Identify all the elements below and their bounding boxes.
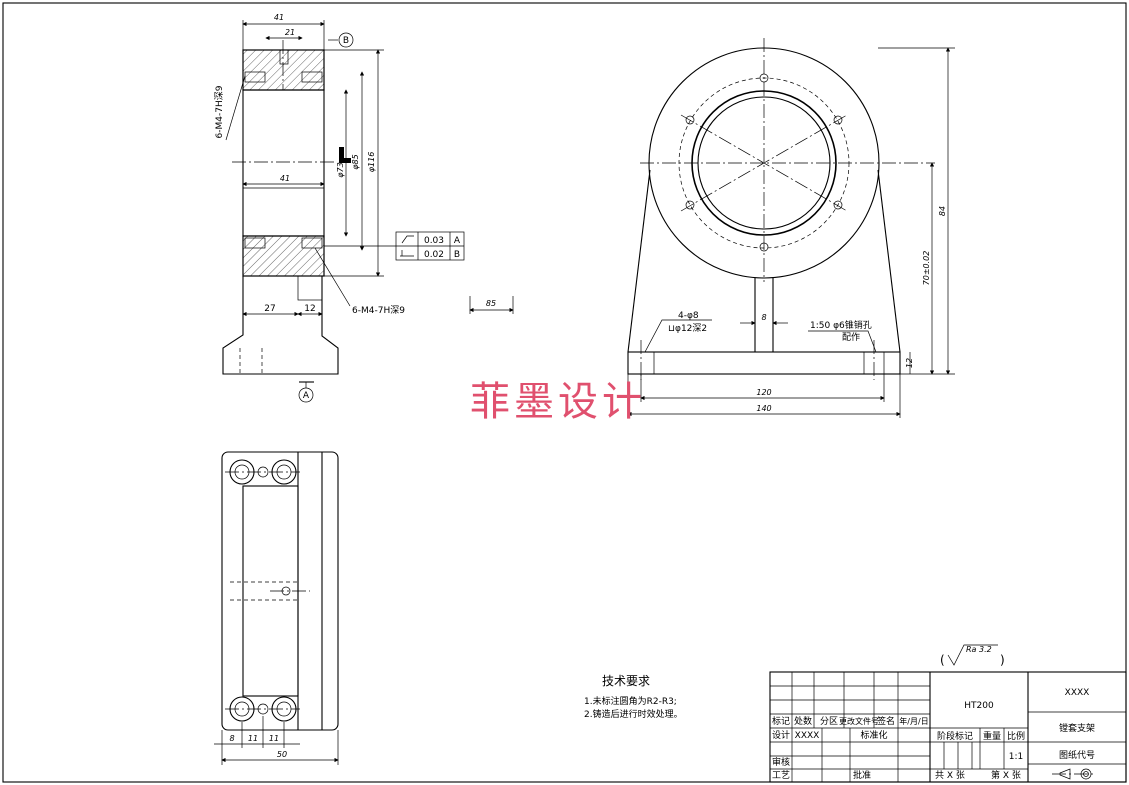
tolerance-datum-1: A [454, 236, 461, 246]
title-block: 标记 处数 分区 更改文件号 签名 年/月/日 设计 XXXX 标准化 审核 工… [769, 671, 1127, 783]
tb-drawing-no-label: 图纸代号 [1059, 749, 1095, 761]
tb-sheet-no: 第 X 张 [991, 769, 1021, 781]
dim-top-d1: 8 [229, 734, 234, 743]
tech-req-item-2: 2.铸造后进行时效处理。 [584, 708, 683, 720]
dim-offset: 21 [285, 28, 295, 37]
tb-part-name: 镗套支架 [1059, 722, 1095, 734]
dim-len-inner: 120 [756, 388, 771, 397]
datum-b-label: B [343, 36, 349, 46]
hole-note-2: ⊔φ12深2 [668, 323, 707, 334]
svg-text:85: 85 [486, 299, 496, 308]
dim-len-outer: 140 [756, 404, 771, 413]
hole-note-1: 4-φ8 [678, 311, 699, 321]
dim-dia-mid: φ85 [351, 154, 360, 169]
tb-header-zone: 分区 [820, 716, 838, 727]
tb-design-label: 设计 [772, 729, 790, 741]
tb-standardize-label: 标准化 [860, 729, 887, 741]
tech-requirements: 技术要求 1.未标注圆角为R2-R3; 2.铸造后进行时效处理。 [584, 674, 683, 720]
tb-material: HT200 [964, 701, 994, 711]
dim-height-center: 70±0.02 [922, 251, 931, 286]
dim-dia-small: φ73 [336, 162, 345, 177]
thread-note-top: 6-M4-7H深9 [214, 85, 225, 138]
front-view: 41 21 41 φ73 φ85 φ116 27 12 6-M4-7H深9 6-… [214, 13, 465, 403]
side-view: 4-φ8 ⊔φ12深2 1:50 φ6锥销孔 配作 8 12 120 140 8… [627, 38, 955, 418]
tb-design-value: XXXX [795, 731, 820, 741]
tb-review-label: 审核 [772, 756, 790, 768]
svg-text:): ) [1000, 653, 1005, 667]
tb-process-label: 工艺 [772, 770, 790, 781]
tb-header-date: 年/月/日 [899, 716, 928, 726]
dim-dia-large: φ116 [367, 152, 376, 173]
dim-top-d3: 11 [269, 734, 279, 743]
dim-width-mid: 41 [280, 174, 290, 183]
tech-req-item-1: 1.未标注圆角为R2-R3; [584, 695, 677, 707]
tb-company: XXXX [1065, 688, 1090, 698]
dim-base-left: 27 [264, 304, 275, 314]
dim-top-d2: 11 [248, 734, 258, 743]
pin-note-2: 配作 [842, 331, 860, 343]
datum-a-label: A [303, 391, 310, 401]
tech-req-title: 技术要求 [602, 674, 650, 688]
watermark: 菲墨设计 [470, 379, 646, 425]
tolerance-value-2: 0.02 [424, 250, 444, 260]
dim-web: 8 [761, 313, 766, 322]
dim-base-height: 12 [905, 358, 914, 368]
small-dim: 85 [469, 296, 514, 314]
thread-note-bottom: 6-M4-7H深9 [352, 305, 405, 316]
roughness-label: Ra 3.2 [966, 645, 992, 654]
tb-header-mark: 标记 [772, 715, 790, 727]
roughness-symbol: ( Ra 3.2 ) [940, 644, 1005, 667]
dim-height-total: 84 [938, 206, 947, 216]
tb-weight-label: 重量 [983, 730, 1001, 742]
tb-header-sign: 签名 [877, 715, 895, 727]
tb-scale-value: 1:1 [1009, 752, 1023, 762]
tb-sheets-total: 共 X 张 [935, 770, 965, 781]
pin-note-1: 1:50 φ6锥销孔 [810, 319, 872, 331]
projection-symbol-icon [1052, 768, 1096, 780]
tb-header-count: 处数 [794, 715, 812, 727]
tolerance-datum-2: B [454, 250, 460, 260]
dim-top-total: 50 [277, 750, 287, 759]
tb-header-doc: 更改文件号 [839, 716, 879, 726]
dim-width-top: 41 [274, 13, 284, 22]
tb-stage-label: 阶段标记 [937, 730, 973, 742]
tolerance-value-1: 0.03 [424, 236, 444, 246]
top-view: 8 11 11 50 [214, 451, 339, 765]
dim-base-right: 12 [304, 304, 315, 314]
svg-text:(: ( [940, 653, 945, 667]
tb-scale-label: 比例 [1007, 730, 1025, 742]
tb-approve-label: 批准 [853, 769, 871, 781]
